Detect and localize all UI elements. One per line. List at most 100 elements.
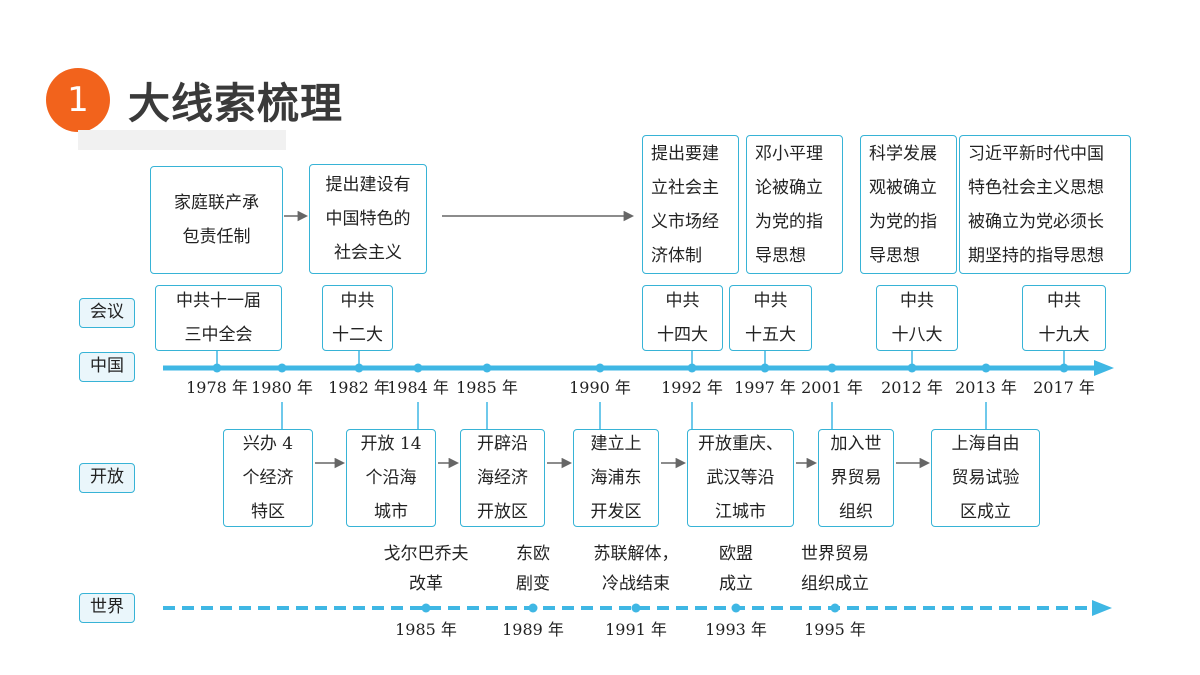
box-line: 立社会主: [651, 177, 719, 198]
world-axis-arrow: [1092, 600, 1112, 616]
box-line: 义市场经: [651, 211, 719, 232]
box-line: 提出建设有: [325, 175, 411, 195]
box-line: 中国特色的: [325, 209, 411, 229]
box-line: 提出要建: [651, 143, 719, 164]
world-year-label: 1993 年: [705, 620, 767, 639]
box-line: 个沿海: [365, 468, 417, 488]
meeting-box: 中共十八大: [876, 285, 958, 351]
box-line: 中共: [1047, 291, 1081, 311]
box-line: 期坚持的指导思想: [968, 245, 1104, 266]
china-year-dot: [482, 363, 492, 373]
china-year-dot: [212, 363, 222, 373]
china-year-dot: [595, 363, 605, 373]
box-line: 城市: [373, 502, 408, 522]
china-year-label: 2001 年: [801, 378, 863, 397]
world-event-line: 组织成立: [801, 574, 869, 594]
box-line: 特区: [251, 502, 285, 522]
china-year-label: 1982 年: [328, 378, 390, 397]
box-line: 中共: [900, 291, 934, 311]
box-line: 中共十一届: [176, 291, 261, 311]
china-year-label: 1980 年: [251, 378, 313, 397]
meeting-box: 中共十二大: [322, 285, 393, 351]
china-year-label: 1978 年: [186, 378, 248, 397]
meeting-box: 中共十五大: [729, 285, 812, 351]
world-event-line: 成立: [719, 574, 753, 594]
china-year-label: 2013 年: [955, 378, 1017, 397]
china-year-label: 1985 年: [456, 378, 518, 397]
box-line: 区成立: [960, 502, 1011, 522]
world-event-line: 冷战结束: [602, 574, 670, 594]
open-event-box: 开放重庆、武汉等沿江城市: [687, 429, 794, 527]
row-label-china: 中国: [79, 352, 135, 382]
section-number-badge: 1: [46, 68, 110, 132]
box-line: 组织: [839, 502, 873, 522]
china-year-label: 2017 年: [1033, 378, 1095, 397]
china-year-dot: [413, 363, 423, 373]
world-event-line: 世界贸易: [801, 544, 869, 564]
box-line: 十九大: [1038, 325, 1090, 345]
world-event-text: 世界贸易组织成立: [801, 539, 869, 599]
open-event-box: 加入世界贸易组织: [818, 429, 894, 527]
top-event-box: 邓小平理论被确立为党的指导思想: [746, 135, 843, 274]
box-line: 论被确立: [755, 177, 823, 198]
world-event-line: 戈尔巴乔夫: [383, 544, 469, 564]
box-line: 加入世: [830, 434, 882, 454]
box-line: 开辟沿: [477, 434, 528, 454]
top-event-box: 科学发展观被确立为党的指导思想: [860, 135, 957, 274]
open-event-box: 建立上海浦东开发区: [573, 429, 659, 527]
box-line: 为党的指: [755, 211, 823, 232]
meeting-box: 中共十九大: [1022, 285, 1106, 351]
box-line: 贸易试验: [951, 468, 1020, 488]
box-line: 特色社会主义思想: [968, 177, 1104, 198]
box-line: 兴办 4: [242, 434, 294, 454]
world-year-dot: [421, 603, 431, 613]
world-year-dot: [631, 603, 641, 613]
box-line: 江城市: [715, 502, 766, 522]
box-line: 建立上: [590, 434, 642, 454]
box-line: 上海自由: [951, 434, 1020, 454]
top-event-box: 提出要建立社会主义市场经济体制: [642, 135, 739, 274]
title-underline: [78, 130, 286, 150]
open-event-box: 上海自由贸易试验区成立: [931, 429, 1040, 527]
box-line: 观被确立: [869, 177, 937, 198]
box-line: 海经济: [477, 468, 528, 488]
world-event-text: 戈尔巴乔夫改革: [384, 539, 469, 599]
box-line: 社会主义: [334, 243, 402, 263]
box-line: 个经济: [242, 468, 294, 488]
meeting-box: 中共十一届三中全会: [155, 285, 282, 351]
open-event-box: 开辟沿海经济开放区: [460, 429, 545, 527]
box-line: 习近平新时代中国: [968, 143, 1104, 164]
world-year-dot: [731, 603, 741, 613]
meeting-box: 中共十四大: [642, 285, 723, 351]
china-year-label: 1992 年: [661, 378, 723, 397]
top-event-box: 家庭联产承包责任制: [150, 166, 283, 274]
open-event-box: 开放 14 个沿海城市: [346, 429, 436, 527]
row-label-meeting: 会议: [79, 298, 135, 328]
box-line: 导思想: [755, 245, 806, 266]
box-line: 开放 14: [360, 434, 422, 454]
china-year-dot: [827, 363, 837, 373]
box-line: 开放区: [477, 502, 528, 522]
china-axis-arrow: [1094, 360, 1114, 376]
world-event-text: 欧盟成立: [719, 539, 753, 599]
china-year-label: 1990 年: [569, 378, 631, 397]
world-event-line: 欧盟: [719, 544, 753, 564]
row-label-open: 开放: [79, 463, 135, 493]
china-year-dot: [760, 363, 770, 373]
china-year-dot: [354, 363, 364, 373]
china-year-dot: [277, 363, 287, 373]
box-line: 十二大: [332, 325, 383, 345]
china-year-label: 2012 年: [881, 378, 943, 397]
top-event-box: 习近平新时代中国特色社会主义思想被确立为党必须长期坚持的指导思想: [959, 135, 1131, 274]
open-event-box: 兴办 4 个经济特区: [223, 429, 313, 527]
box-line: 家庭联产承: [174, 193, 259, 213]
world-event-line: 改革: [409, 574, 443, 594]
box-line: 十八大: [891, 325, 943, 345]
box-line: 为党的指: [869, 211, 937, 232]
box-line: 包责任制: [182, 227, 251, 247]
box-line: 中共: [753, 291, 788, 311]
china-year-label: 1997 年: [734, 378, 796, 397]
box-line: 十五大: [745, 325, 796, 345]
china-year-dot: [687, 363, 697, 373]
